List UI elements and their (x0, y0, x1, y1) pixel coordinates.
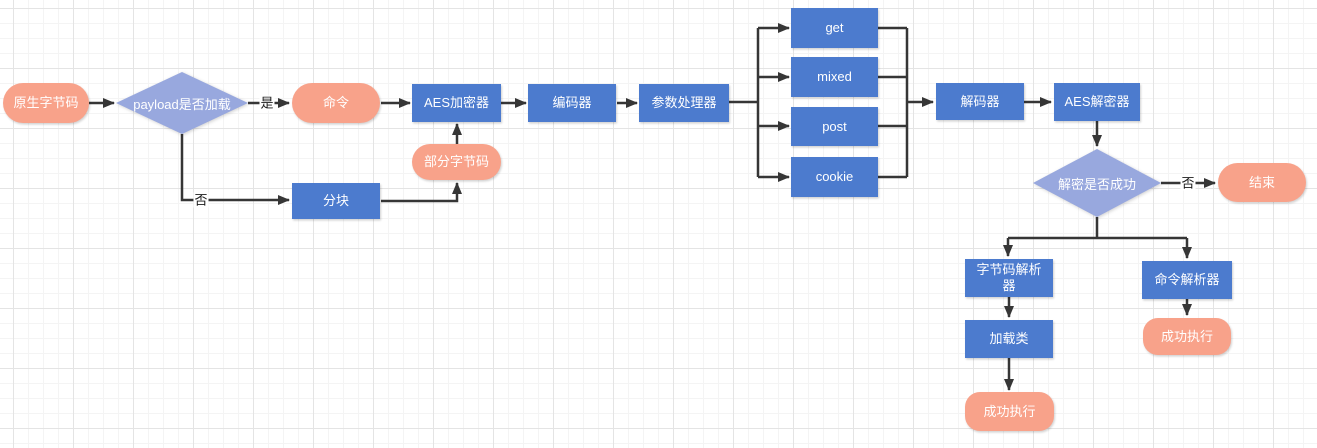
node-payload-loaded-decision[interactable]: payload是否加载 (116, 72, 248, 134)
edge-label-yes: 是 (259, 95, 275, 111)
node-decrypt-success-decision[interactable]: 解密是否成功 (1033, 149, 1161, 217)
edge-label-no-end: 否 (1180, 175, 1196, 191)
node-native-bytecode[interactable]: 原生字节码 (3, 83, 89, 123)
node-success-exec-bytecode[interactable]: 成功执行 (965, 392, 1054, 431)
node-label: post (822, 118, 847, 134)
node-partial-bytecode[interactable]: 部分字节码 (412, 144, 501, 180)
node-bytecode-parser[interactable]: 字节码解析 器 (965, 259, 1053, 297)
node-label: 命令 (322, 95, 349, 110)
node-label: 解码器 (960, 93, 1000, 109)
node-label: 结束 (1248, 174, 1275, 190)
node-label: 编码器 (552, 95, 592, 110)
node-decoder[interactable]: 解码器 (936, 83, 1024, 120)
node-label: AES加密器 (423, 95, 489, 110)
node-label: 解密是否成功 (1057, 176, 1136, 192)
node-label: 分块 (322, 193, 349, 208)
node-label: mixed (817, 69, 852, 84)
node-mixed[interactable]: mixed (791, 57, 878, 97)
node-label: 成功执行 (1160, 328, 1213, 344)
node-command-parser[interactable]: 命令解析器 (1142, 261, 1232, 299)
edge-label-no-chunk: 否 (193, 192, 209, 208)
node-aes-decryptor[interactable]: AES解密器 (1054, 83, 1140, 121)
node-cookie[interactable]: cookie (791, 157, 878, 197)
node-encoder[interactable]: 编码器 (528, 84, 616, 122)
edge-param-processor-fanout-trunk (729, 28, 760, 177)
node-command[interactable]: 命令 (292, 83, 380, 123)
node-aes-encryptor[interactable]: AES加密器 (412, 84, 501, 122)
node-label: 部分字节码 (423, 154, 489, 169)
edge-collector-trunk (878, 26, 909, 179)
node-get[interactable]: get (791, 8, 878, 48)
node-label: get (825, 20, 844, 35)
edge-decrypt-yes-split-trunk (1008, 217, 1187, 240)
node-load-class[interactable]: 加载类 (965, 320, 1053, 358)
node-chunk[interactable]: 分块 (292, 183, 380, 219)
node-end[interactable]: 结束 (1218, 163, 1306, 202)
node-label: 成功执行 (983, 403, 1036, 419)
node-label: 加载类 (989, 331, 1029, 346)
node-label: 命令解析器 (1154, 272, 1220, 287)
edge-payload-no-to-chunk (180, 134, 290, 205)
node-param-processor[interactable]: 参数处理器 (639, 84, 729, 122)
node-label: 原生字节码 (13, 95, 79, 110)
node-label: 字节码解析 器 (976, 262, 1042, 293)
edge-chunk-to-partial-bytecode (381, 182, 462, 203)
node-label: cookie (815, 169, 854, 184)
node-label: payload是否加载 (133, 96, 231, 112)
node-success-exec-command[interactable]: 成功执行 (1143, 318, 1231, 355)
node-label: 参数处理器 (651, 95, 717, 110)
node-label: AES解密器 (1064, 94, 1130, 109)
node-post[interactable]: post (791, 107, 878, 146)
